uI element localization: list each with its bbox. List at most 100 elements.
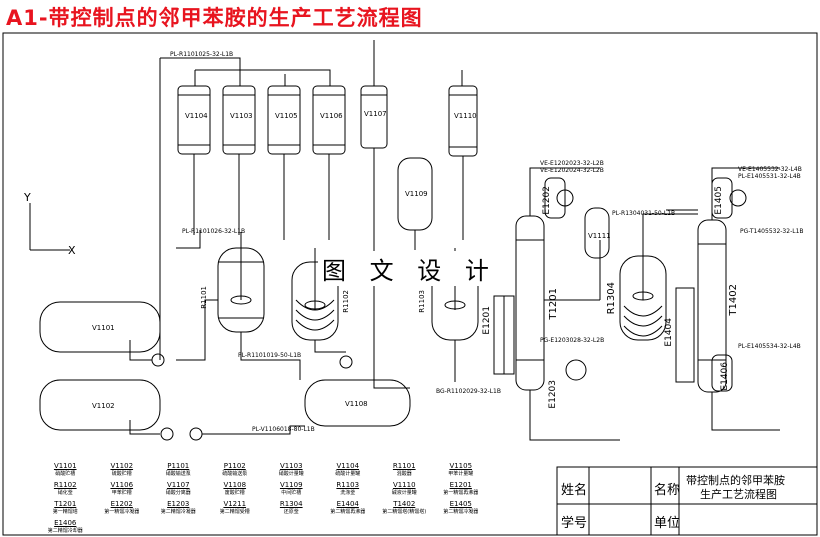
pipe-label: PL-V1106018-80-L1B [252,426,315,433]
legend-tag: V1211 [223,500,247,508]
legend-desc: 碱液计量罐 [391,490,417,496]
legend-tag: R1102 [53,481,77,489]
pipe-label: PL-R1101019-50-L1B [238,352,302,359]
pipe-label: PG-E1203028-32-L2B [540,337,605,344]
exchanger-e1406 [711,354,733,392]
tag-v1107: V1107 [364,110,387,118]
legend-desc: 甲苯贮槽 [111,490,132,496]
legend-desc: 硫酸计量罐 [335,471,361,477]
pipe-label: PG-T1405532-32-L1B [740,228,804,235]
pipe-label: PL-E1405531-32-L4B [738,173,801,180]
tag-r1101: R1101 [200,286,208,309]
legend-tag: V1107 [166,481,190,489]
tag-v1108: V1108 [345,400,368,408]
drawing-name-label: 名称 [654,483,681,498]
legend-tag: T1201 [54,500,77,508]
legend-desc: 中间贮槽 [281,490,302,496]
legend-tag: E1406 [54,519,77,527]
legend-tag: V1106 [110,481,134,489]
pump-p1102 [160,427,174,441]
legend-desc: 硝酸分离器 [165,490,191,496]
tag-t1201: T1201 [548,288,559,320]
legend-desc: 第二精馏冷凝器 [443,509,479,515]
tag-e1202: E1202 [542,186,552,215]
legend-desc: 第二精馏受槽 [219,509,250,515]
unit-label: 单位 [654,516,681,531]
tag-e1406: E1406 [720,362,730,391]
drawing-frame [2,32,818,536]
legend-tag: E1203 [167,500,190,508]
legend-tag: V1105 [449,462,473,470]
axis-x-label: X [68,244,76,257]
legend-tag: T1402 [393,500,416,508]
watermark-text: 图 文 设 计 [318,251,501,286]
tag-v1104: V1104 [185,112,208,120]
page-title: A1-带控制点的邻甲苯胺的生产工艺流程图 [6,6,423,30]
legend-tag: P1102 [223,462,246,470]
tag-e1201: E1201 [482,306,492,335]
tag-v1211: V1111 [588,232,611,240]
legend-desc: 硫酸贮槽 [111,471,132,477]
tag-r1102: R1102 [342,290,350,313]
tank-v1101 [39,301,161,353]
tank-v1108 [304,379,411,427]
tag-v1102: V1102 [92,402,115,410]
legend-tag: V1110 [392,481,416,489]
legend-tag: P1101 [167,462,190,470]
tag-v1105: V1105 [275,112,298,120]
legend-tag: E1404 [336,500,359,508]
legend-desc: 第一精馏再沸器 [443,490,479,496]
pipe-label: BG-R1102029-32-L1B [436,388,501,395]
drawing-title-line-1: 带控制点的邻甲苯胺 [686,474,785,487]
exchanger-e1202 [544,177,566,219]
legend-desc: 硝酸贮槽 [55,471,76,477]
legend-tag: V1101 [53,462,77,470]
legend-desc: 硝酸输送泵 [165,471,191,477]
number-label: 学号 [561,516,588,531]
title-block [556,466,818,536]
pipe-label: PL-E1405534-32-L4B [738,343,801,350]
legend-tag: V1104 [336,462,360,470]
legend-tag: E1202 [110,500,133,508]
drawing-title-line-2: 生产工艺流程图 [700,488,777,501]
legend-tag: V1109 [279,481,303,489]
legend-desc: 废酸贮槽 [224,490,245,496]
legend-desc: 硫酸输送泵 [222,471,248,477]
legend-desc: 洗涤釜 [340,490,356,496]
exchanger-e1203 [565,359,587,381]
legend-desc: 第一精馏塔 [52,509,78,515]
pipe-label: PL-R1101026-32-L1B [182,228,246,235]
legend-tag: V1102 [110,462,134,470]
tag-t1402: T1402 [728,284,739,316]
tag-e1404: E1404 [664,318,674,347]
name-label: 姓名 [561,483,588,498]
vessel-v1211 [584,207,610,259]
legend-tag: R1103 [336,481,360,489]
legend-desc: 甲苯计量罐 [448,471,474,477]
